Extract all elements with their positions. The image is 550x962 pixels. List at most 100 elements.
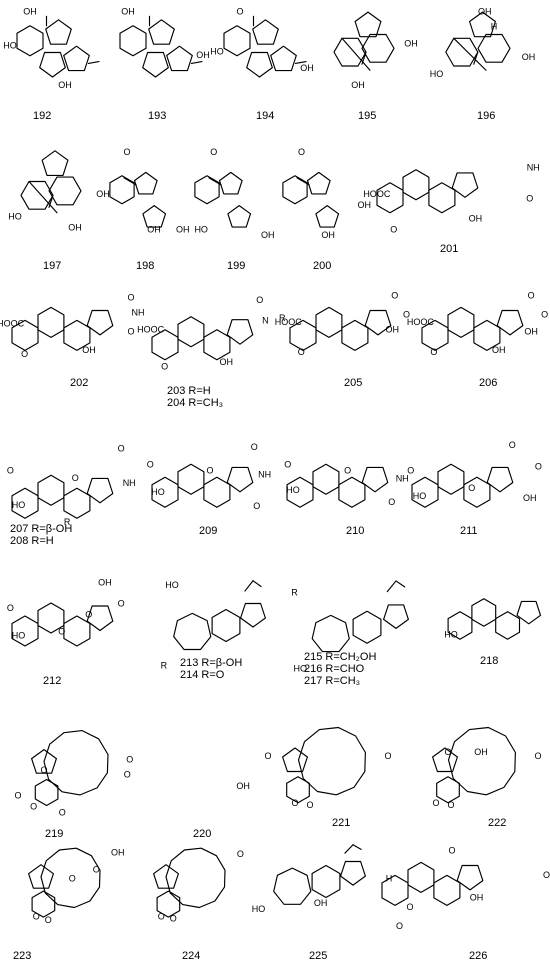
hexagon-ring	[203, 329, 231, 361]
compound-number: 196	[477, 110, 496, 122]
atom-label: O	[58, 626, 65, 636]
pentagon-ring	[432, 747, 458, 773]
pentagon-ring	[456, 864, 484, 891]
hexagon-ring	[312, 463, 340, 495]
atom-label: O	[468, 483, 475, 493]
pentagon-ring	[451, 172, 479, 198]
hexagon-ring	[203, 476, 231, 508]
hexagon-ring	[109, 175, 135, 205]
atom-label: HOOC	[137, 325, 165, 335]
atom-label: R	[279, 313, 286, 323]
atom-label: N	[262, 315, 269, 325]
atom-label: O	[509, 440, 516, 450]
atom-label: OH	[300, 63, 314, 73]
atom-label: OH	[23, 7, 37, 17]
atom-label: OH	[96, 189, 110, 199]
atom-label: O	[444, 747, 451, 757]
atom-label: R	[161, 661, 168, 671]
methyl	[294, 61, 307, 65]
compound-caption: 204 R=CH₃	[167, 397, 224, 409]
atom-label: O	[21, 349, 28, 359]
hexagon-ring	[63, 615, 91, 647]
atom-label: HOOC	[363, 189, 391, 199]
atom-label: OH	[523, 493, 537, 503]
isopropyl	[244, 580, 254, 592]
hexagon-ring	[119, 25, 147, 57]
atom-label: HO	[12, 631, 26, 641]
compound-number: 221	[332, 817, 351, 829]
double-bond	[296, 177, 310, 186]
compound-number: 219	[45, 828, 64, 840]
pentagon-ring	[252, 19, 279, 45]
pentagon-ring	[270, 45, 297, 72]
atom-label: HOOC	[275, 317, 303, 327]
atom-label: OH	[196, 50, 210, 60]
atom-label: O	[147, 460, 154, 470]
pentagon-ring	[142, 51, 169, 78]
atom-label: O	[40, 765, 47, 775]
compound-number: 192	[33, 110, 52, 122]
pentagon-ring	[86, 605, 114, 632]
atom-label: O	[534, 751, 541, 761]
pentagon-ring	[226, 319, 254, 345]
atom-label: OH	[82, 345, 96, 355]
pentagon-ring	[86, 309, 114, 336]
macrocycle-ring	[297, 726, 366, 796]
atom-label: HO	[194, 225, 208, 235]
hexagon-ring	[437, 463, 465, 495]
pentagon-ring	[364, 309, 392, 336]
hexagon-ring	[63, 487, 91, 519]
atom-label: O	[206, 466, 213, 476]
compound-number: 202	[70, 377, 89, 389]
atom-label: O	[123, 147, 130, 157]
compound-caption: 217 R=CH₃	[304, 675, 361, 687]
atom-label: HO	[444, 630, 458, 640]
atom-label: NH	[527, 163, 540, 173]
atom-label: NH	[396, 473, 409, 483]
pentagon-ring	[45, 19, 72, 45]
atom-label: HOOC	[0, 319, 25, 329]
compound-number: 224	[182, 950, 201, 962]
hexagon-ring	[223, 25, 251, 57]
methyl	[87, 61, 100, 65]
atom-label: OH	[404, 39, 418, 49]
pentagon-ring	[31, 749, 57, 774]
compound-number: 193	[148, 110, 167, 122]
atom-label: OH	[147, 225, 161, 235]
atom-label: HOOC	[407, 317, 435, 327]
atom-label: O	[403, 309, 410, 319]
pentagon-ring	[282, 747, 308, 773]
atom-label: O	[33, 911, 40, 921]
atom-label: OH	[321, 230, 335, 240]
atom-label: OH	[357, 200, 371, 210]
atom-label: O	[528, 290, 535, 300]
atom-label: OH	[469, 214, 483, 224]
hexagon-ring	[402, 169, 430, 201]
pentagon-ring	[133, 171, 158, 195]
hexagon-ring	[37, 602, 65, 634]
hexagon-ring	[495, 611, 521, 640]
bridge	[473, 51, 479, 65]
atom-label: OH	[351, 80, 365, 90]
atom-label: OH	[261, 230, 275, 240]
atom-label: O	[170, 913, 177, 923]
atom-label: OH	[236, 781, 250, 791]
compound-number: 211	[460, 525, 478, 537]
